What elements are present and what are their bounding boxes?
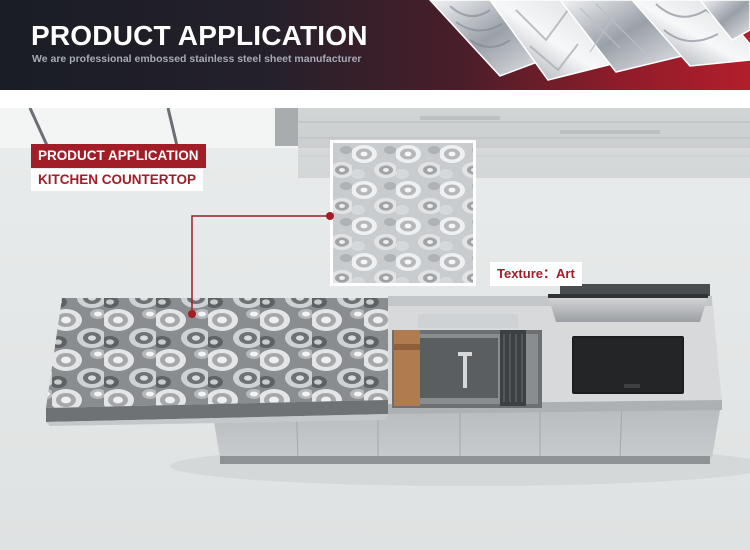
callout-connector	[191, 215, 330, 314]
texture-swatch	[330, 140, 476, 286]
kitchen-illustration	[0, 108, 750, 486]
texture-label: Texture：Art	[490, 262, 582, 286]
callout-dot-start	[188, 310, 196, 318]
induction-cooktop	[572, 336, 684, 394]
application-name: KITCHEN COUNTERTOP	[31, 169, 204, 191]
kitchen-scene: PRODUCT APPLICATION KITCHEN COUNTERTOP T…	[0, 108, 750, 550]
art-countertop	[46, 298, 388, 426]
sheet-sample-5	[699, 0, 750, 41]
application-label: PRODUCT APPLICATION	[31, 144, 206, 168]
callout-dot-end	[326, 212, 334, 220]
page-subtitle: We are professional embossed stainless s…	[32, 53, 362, 65]
kitchen-sink	[392, 314, 542, 408]
header-banner: PRODUCT APPLICATION We are professional …	[0, 0, 750, 90]
range-hood	[548, 284, 710, 322]
steel-sheet-samples-image	[428, 0, 750, 81]
page-title: PRODUCT APPLICATION	[31, 20, 368, 51]
